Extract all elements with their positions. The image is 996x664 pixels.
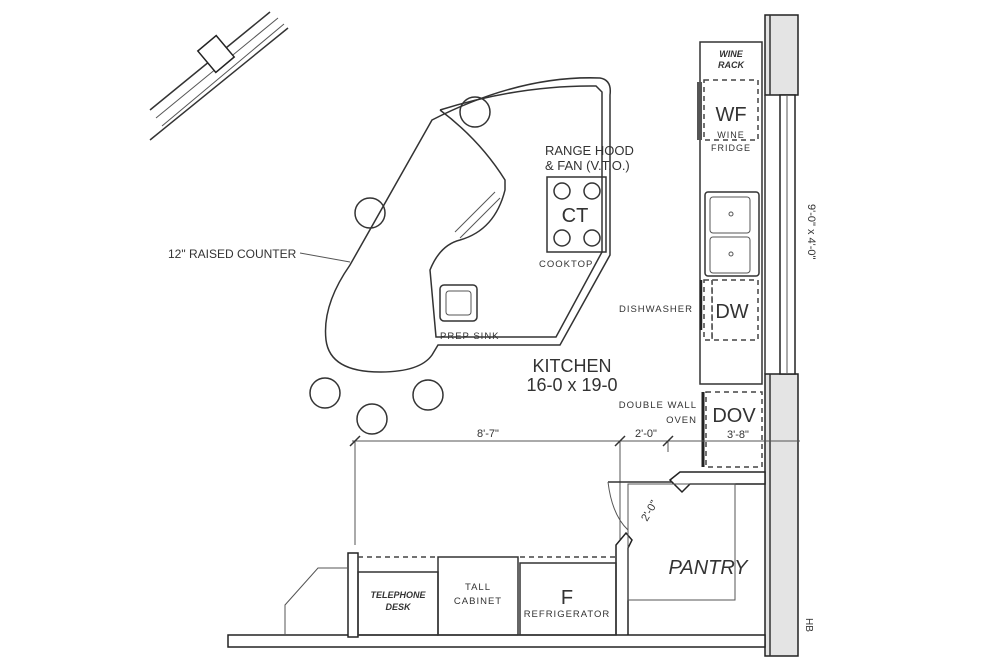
ct-code: CT [562, 205, 589, 227]
wf-code: WF [715, 104, 746, 126]
dw-code: DW [715, 301, 748, 323]
tall-cabinet-label: TALL [465, 582, 491, 593]
wall-note: HB [803, 618, 814, 632]
prep-sink [439, 284, 478, 322]
f-code: F [561, 587, 573, 609]
stool [459, 96, 491, 128]
range-hood-label-2: & FAN (V.T.O.) [545, 158, 630, 173]
dimension-line: 8'-7" 2'-0" [349, 428, 800, 545]
tall-cabinet-label-2: CABINET [454, 596, 502, 607]
double-sink [704, 191, 760, 277]
wine-fridge-label-2: FRIDGE [711, 143, 751, 153]
double-wall-oven-label: DOUBLE WALL [619, 400, 697, 411]
door-dimension: 2'-0" [639, 498, 660, 523]
dov-code: DOV [712, 405, 756, 427]
prep-sink-label: PREP SINK [440, 331, 500, 342]
window-size-label: 9'-0" x 4'-0" [805, 204, 817, 260]
dimension-2-0: 2'-0" [635, 428, 657, 440]
kitchen-island [299, 77, 612, 373]
dishwasher-label: DISHWASHER [619, 304, 693, 315]
perimeter-counter: WINE RACK WF WINE FRIDGE DW [697, 41, 763, 385]
double-wall-oven-label-2: OVEN [666, 415, 697, 426]
stool [412, 379, 444, 411]
stool [309, 377, 341, 409]
cooktop: CT [546, 176, 607, 253]
wine-rack-label: WINE [719, 49, 743, 59]
wine-rack-label-2: RACK [718, 60, 745, 70]
diagonal-window [149, 11, 289, 141]
tall-cabinet: TALL CABINET [437, 556, 519, 636]
bar-stools [309, 96, 491, 435]
refrigerator-label: REFRIGERATOR [524, 609, 611, 620]
exterior-wall [764, 14, 799, 657]
dimension-3-8: 3'-8" [727, 429, 749, 441]
stool [356, 403, 388, 435]
double-wall-oven: DOV 3'-8" [701, 391, 763, 468]
range-hood-label: RANGE HOOD [545, 143, 634, 158]
room-name-pantry: PANTRY [669, 557, 750, 579]
dimension-8-7: 8'-7" [477, 428, 499, 440]
room-size-kitchen: 16-0 x 19-0 [526, 375, 617, 395]
room-name-kitchen: KITCHEN [532, 356, 611, 376]
cooktop-label: COOKTOP [539, 259, 593, 270]
telephone-desk: TELEPHONE DESK [357, 556, 439, 636]
raised-counter-label: 12" RAISED COUNTER [168, 247, 297, 261]
stool [354, 197, 386, 229]
refrigerator: F REFRIGERATOR [519, 556, 617, 636]
telephone-desk-label: TELEPHONE [370, 590, 426, 600]
pantry: PANTRY 2'-0" [607, 471, 766, 641]
telephone-desk-label-2: DESK [385, 602, 412, 612]
wine-fridge-label: WINE [717, 130, 745, 140]
